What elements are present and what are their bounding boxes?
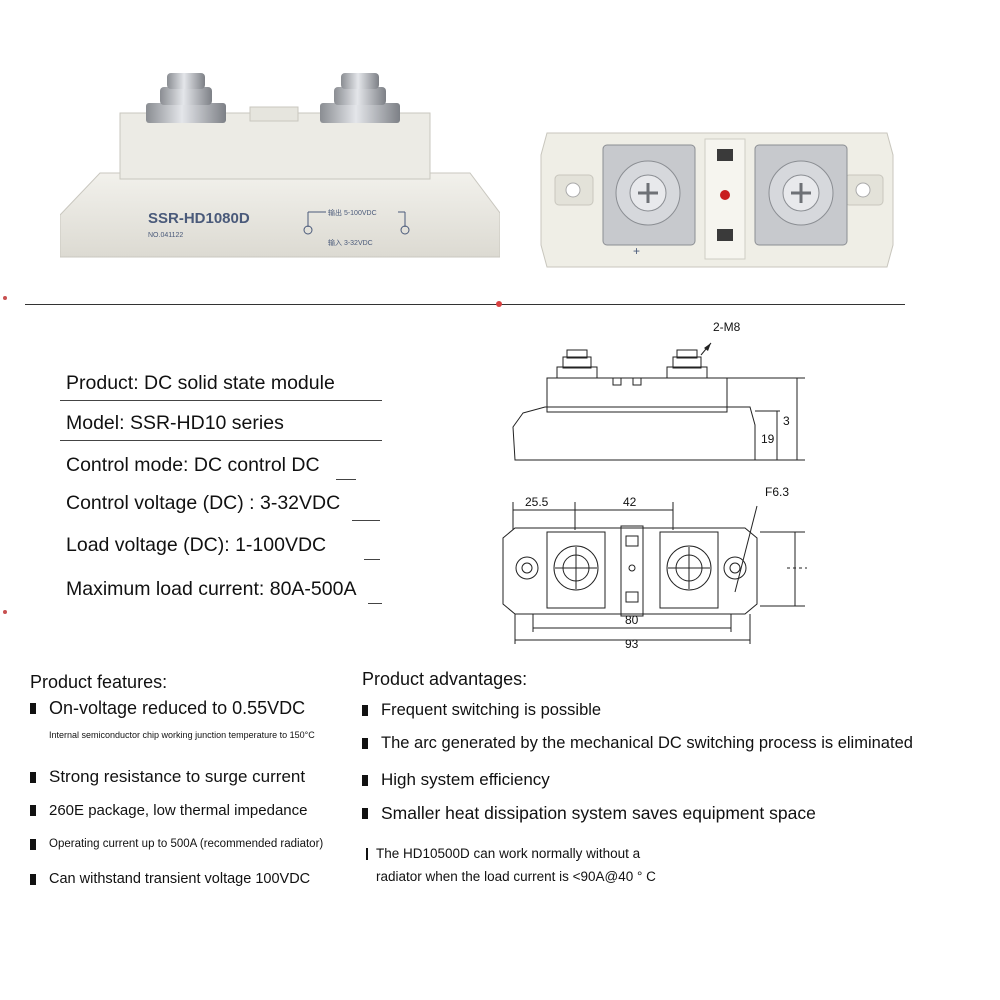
feature-item-label: Can withstand transient voltage 100VDC xyxy=(49,871,311,887)
dim-19: 19 xyxy=(761,432,775,446)
advantage-item-label: Smaller heat dissipation system saves eq… xyxy=(381,803,816,823)
terminal-bolt-right xyxy=(320,73,400,123)
terminal-bolt-left xyxy=(146,73,226,123)
divider-dot xyxy=(496,301,502,307)
advantage-item-label: The arc generated by the mechanical DC s… xyxy=(381,734,913,752)
edge-mark xyxy=(3,296,7,300)
spec-control-mode: Control mode: DC control DC xyxy=(66,454,320,476)
feature-item-label: 260E package, low thermal impedance xyxy=(49,802,308,819)
features-heading: Product features: xyxy=(30,672,168,692)
terminal-plate-right xyxy=(754,144,848,246)
bolt-label: 2-M8 xyxy=(713,320,741,334)
bullet-icon xyxy=(362,808,368,819)
note-marker xyxy=(366,847,368,860)
advantage-note: radiator when the load current is <90A@4… xyxy=(376,869,656,884)
bullet-icon xyxy=(362,705,368,716)
dim-93: 93 xyxy=(625,637,639,650)
feature-item-label: Operating current up to 500A (recommende… xyxy=(49,838,324,850)
photo-output-print: 输出 5-100VDC xyxy=(328,208,377,217)
dimension-drawing-top: 25.5 42 F6.3 80 93 xyxy=(502,485,807,650)
spec-rule xyxy=(60,440,382,441)
spec-control-voltage: Control voltage (DC) : 3-32VDC xyxy=(66,492,341,514)
indicator-led xyxy=(720,190,730,200)
spec-load-voltage: Load voltage (DC): 1-100VDC xyxy=(66,534,327,556)
spec-rule xyxy=(336,479,356,480)
photo-model-print: SSR-HD1080D xyxy=(148,210,250,227)
advantage-item: Frequent switching is possible xyxy=(362,701,601,720)
advantage-note: The HD10500D can work normally without a xyxy=(366,846,640,861)
section-divider xyxy=(25,304,905,305)
dimension-drawing-side: 2-M8 3 19 xyxy=(512,320,805,461)
advantage-item: The arc generated by the mechanical DC s… xyxy=(362,734,913,753)
feature-item: Strong resistance to surge current xyxy=(30,767,305,787)
advantage-item: High system efficiency xyxy=(362,770,550,790)
bullet-icon xyxy=(30,771,36,783)
dim-3: 3 xyxy=(783,414,790,428)
product-photo-side: SSR-HD1080D NO.041122 输出 5-100VDC 输入 3-3… xyxy=(60,73,500,258)
feature-item: On-voltage reduced to 0.55VDC xyxy=(30,698,305,719)
dim-42: 42 xyxy=(623,495,637,509)
dim-f6-3: F6.3 xyxy=(765,485,789,499)
spec-rule xyxy=(352,520,380,521)
advantage-item-label: High system efficiency xyxy=(381,770,550,789)
advantages-heading: Product advantages: xyxy=(362,669,528,689)
spec-rule xyxy=(60,400,382,401)
bullet-icon xyxy=(30,703,36,714)
product-photo-top: + xyxy=(540,132,894,268)
terminal-plate-left: + xyxy=(602,144,696,258)
feature-item-label: Strong resistance to surge current xyxy=(49,767,306,786)
advantage-item: Smaller heat dissipation system saves eq… xyxy=(362,803,816,824)
spec-model: Model: SSR-HD10 series xyxy=(66,412,284,434)
bullet-icon xyxy=(30,805,36,816)
advantage-item-label: Frequent switching is possible xyxy=(381,701,602,719)
advantage-note-line2: radiator when the load current is <90A@4… xyxy=(376,869,656,884)
bullet-icon xyxy=(362,738,368,749)
dim-25-5: 25.5 xyxy=(525,495,549,509)
photo-serial-print: NO.041122 xyxy=(148,232,183,239)
photo-plus-sign: + xyxy=(633,244,640,258)
feature-item-label: On-voltage reduced to 0.55VDC xyxy=(49,698,306,718)
dim-80: 80 xyxy=(625,613,639,627)
spec-product: Product: DC solid state module xyxy=(66,372,335,394)
control-terminal-top xyxy=(717,149,733,161)
advantage-note-line1: The HD10500D can work normally without a xyxy=(376,846,641,861)
bullet-icon xyxy=(30,838,36,850)
spec-rule xyxy=(368,603,382,604)
spec-max-current: Maximum load current: 80A-500A xyxy=(66,578,357,600)
bullet-icon xyxy=(30,873,36,885)
feature-item: Operating current up to 500A (recommende… xyxy=(30,838,323,850)
control-terminal-bottom xyxy=(717,229,733,241)
feature-item: Can withstand transient voltage 100VDC xyxy=(30,871,310,887)
feature-item-label: Internal semiconductor chip working junc… xyxy=(49,730,315,740)
feature-item: 260E package, low thermal impedance xyxy=(30,802,308,819)
edge-mark xyxy=(3,610,7,614)
bullet-icon xyxy=(362,774,368,786)
spec-rule xyxy=(364,559,380,560)
photo-input-print: 输入 3-32VDC xyxy=(328,238,373,247)
feature-item: Internal semiconductor chip working junc… xyxy=(49,730,339,741)
